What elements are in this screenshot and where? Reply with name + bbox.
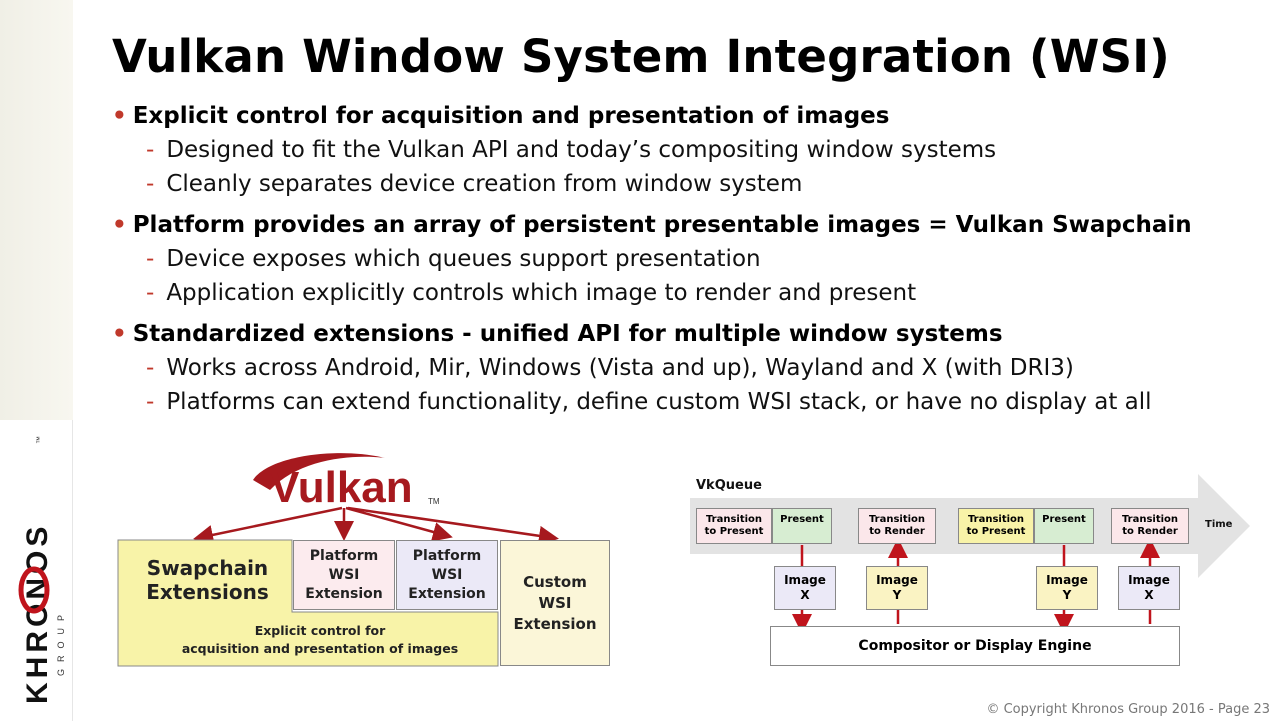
image-line: Y [1062, 588, 1072, 602]
image-line: Image [1046, 573, 1088, 587]
bullet-group: •Standardized extensions - unified API f… [112, 318, 1272, 419]
custom-box-line: Custom [523, 572, 587, 591]
sub-bullet-text: Application explicitly controls which im… [166, 280, 917, 306]
bullet-dot-icon: • [112, 212, 127, 238]
dash-icon: - [146, 389, 155, 415]
dash-icon: - [146, 137, 155, 163]
khronos-logo: KHRONOS GROUP ™ [18, 436, 66, 704]
vkqueue-label: VkQueue [696, 478, 762, 493]
image-line: X [800, 588, 810, 602]
copyright-footer: © Copyright Khronos Group 2016 - Page 23 [986, 702, 1270, 717]
bullet-group: •Platform provides an array of persisten… [112, 209, 1272, 310]
sidebar: KHRONOS GROUP ™ [0, 0, 73, 721]
sub-bullet: -Device exposes which queues support pre… [112, 242, 1272, 276]
vulkan-logo-and-arrows: Vulkan TM [117, 453, 559, 667]
explicit-line1: Explicit control for [254, 623, 386, 638]
image-line: X [1144, 588, 1154, 602]
image-line: Image [784, 573, 826, 587]
bullet-dot-icon: • [112, 103, 127, 129]
swapchain-line1: Swapchain [146, 556, 269, 580]
platform-wsi-extension-box: Platform WSI Extension [396, 540, 498, 610]
platform-box-line: Platform [412, 547, 482, 564]
bullet-heading: •Platform provides an array of persisten… [112, 209, 1272, 241]
khronos-logo-tm: ™ [35, 436, 44, 444]
bullet-heading: •Explicit control for acquisition and pr… [112, 100, 1272, 132]
step-line: Transition [967, 514, 1025, 525]
sub-bullet-text: Cleanly separates device creation from w… [166, 171, 803, 197]
step-line: to Render [1122, 526, 1178, 537]
dash-icon: - [146, 355, 155, 381]
bullet-heading-text: Standardized extensions - unified API fo… [132, 321, 1003, 347]
step-line: Present [780, 514, 824, 525]
dash-icon: - [146, 246, 155, 272]
explicit-control-label: Explicit control for acquisition and pre… [150, 620, 490, 660]
sub-bullet: -Works across Android, Mir, Windows (Vis… [112, 351, 1272, 385]
sub-bullet: -Application explicitly controls which i… [112, 276, 1272, 310]
image-line: Image [1128, 573, 1170, 587]
sub-bullet-text: Works across Android, Mir, Windows (Vist… [166, 355, 1074, 381]
platform-box-line: Platform [309, 547, 379, 564]
step-line: Transition [705, 514, 763, 525]
bullet-heading: •Standardized extensions - unified API f… [112, 318, 1272, 350]
vulkan-swoosh-icon [253, 453, 385, 490]
platform-wsi-extension-box: Platform WSI Extension [293, 540, 395, 610]
dash-icon: - [146, 171, 155, 197]
sub-bullet: -Platforms can extend functionality, def… [112, 385, 1272, 419]
step-line: to Present [966, 526, 1026, 537]
step-line: to Render [869, 526, 925, 537]
vulkan-logo-tm: TM [428, 497, 440, 506]
present-step: Present [772, 508, 832, 544]
time-label: Time [1205, 519, 1233, 530]
step-line: Present [1042, 514, 1086, 525]
vulkan-logo-text: Vulkan [270, 463, 413, 512]
dash-icon: - [146, 280, 155, 306]
khronos-logo-group: GROUP [56, 608, 66, 676]
custom-box-line: Extension [513, 614, 597, 633]
bullet-heading-text: Explicit control for acquisition and pre… [132, 103, 890, 129]
bullet-list: •Explicit control for acquisition and pr… [112, 100, 1272, 419]
compositor-box: Compositor or Display Engine [770, 626, 1180, 666]
step-line: to Present [704, 526, 764, 537]
image-line: Image [876, 573, 918, 587]
sub-bullet-text: Platforms can extend functionality, defi… [166, 389, 1152, 415]
bullet-group: •Explicit control for acquisition and pr… [112, 100, 1272, 201]
platform-box-line: Extension [305, 585, 383, 602]
step-line: Transition [1121, 514, 1179, 525]
sub-bullet: -Designed to fit the Vulkan API and toda… [112, 133, 1272, 167]
khronos-logo-o-ring [18, 566, 50, 614]
image-line: Y [892, 588, 902, 602]
page-title: Vulkan Window System Integration (WSI) [112, 30, 1170, 83]
present-step: Present [1034, 508, 1094, 544]
platform-box-line: WSI [431, 566, 463, 583]
sidebar-top-panel [0, 0, 73, 420]
platform-box-line: WSI [328, 566, 360, 583]
sub-bullet-text: Device exposes which queues support pres… [166, 246, 761, 272]
bullet-dot-icon: • [112, 321, 127, 347]
swapchain-extensions-label: Swapchain Extensions [130, 550, 285, 610]
custom-box-line: WSI [538, 593, 572, 612]
swapchain-region [117, 539, 499, 667]
wsi-stack-diagram: Vulkan TM Swapchain Extensions Platform … [110, 450, 620, 675]
custom-wsi-extension-box: Custom WSI Extension [500, 540, 610, 666]
khronos-logo-text: KHRONOS [21, 523, 54, 704]
platform-box-line: Extension [408, 585, 486, 602]
swapchain-line2: Extensions [146, 580, 269, 604]
explicit-line2: acquisition and presentation of images [181, 641, 459, 656]
sub-bullet-text: Designed to fit the Vulkan API and today… [166, 137, 997, 163]
bullet-heading-text: Platform provides an array of persistent… [132, 212, 1192, 238]
sub-bullet: -Cleanly separates device creation from … [112, 167, 1272, 201]
step-line: Transition [868, 514, 926, 525]
